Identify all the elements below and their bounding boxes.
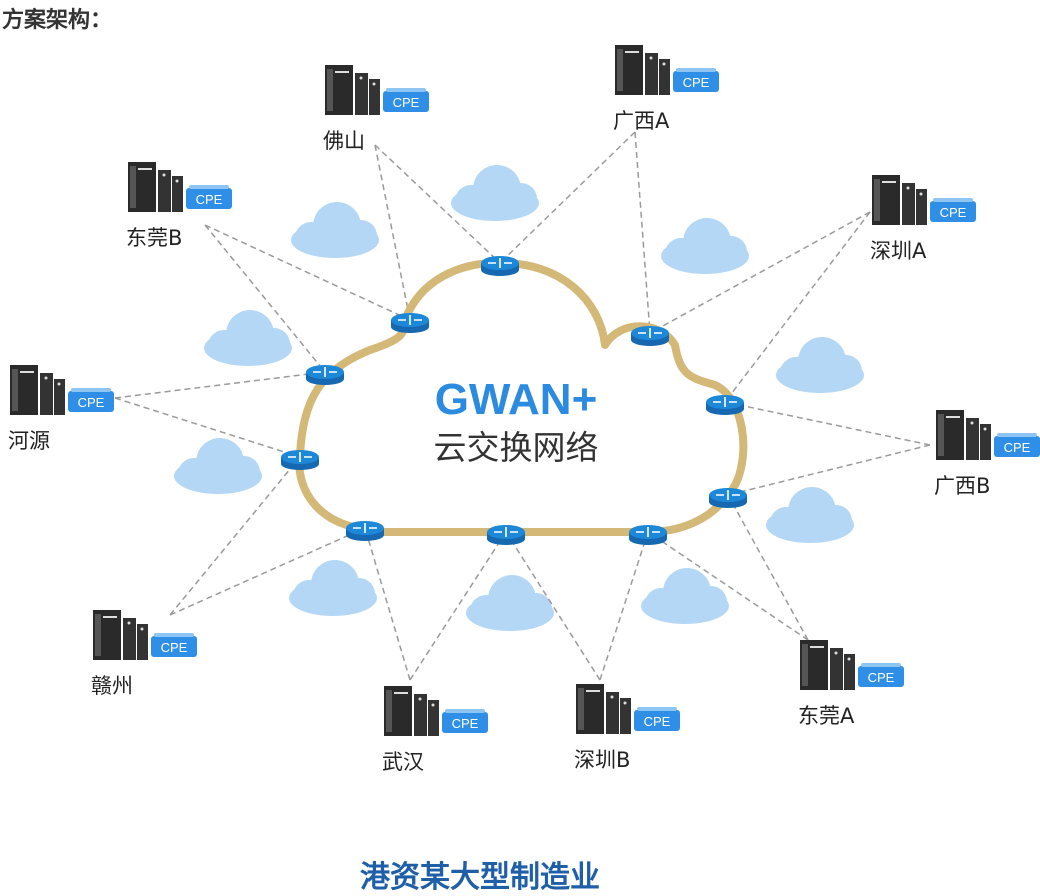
site: CPE 广西A [613,45,719,133]
server-icon [800,640,855,690]
router-icon [631,326,669,346]
cpe-label: CPE [683,75,710,90]
brand-text: GWAN+ [435,375,598,424]
cloud-icon [289,560,377,616]
site-label: 武汉 [382,750,424,774]
small-clouds [174,165,864,631]
subtitle-text: 云交换网络 [434,428,599,467]
site-label: 深圳A [870,239,927,263]
link-line [204,224,411,321]
cpe-icon: CPE [930,198,976,222]
site-label: 东莞A [798,704,855,728]
site: CPE 东莞A [798,640,904,728]
cpe-label: CPE [940,205,967,220]
cloud-icon [204,310,292,366]
server-icon [93,610,148,660]
cloud-icon [766,487,854,543]
router-icon [629,525,667,545]
cloud-icon [466,575,554,631]
link-line [169,527,366,616]
site: CPE 东莞B [126,162,232,250]
cpe-label: CPE [452,716,479,731]
site-label: 赣州 [91,674,133,698]
cloud-icon [174,438,262,494]
link-line [649,211,871,334]
site-label: 河源 [8,429,50,453]
cpe-icon: CPE [68,388,114,412]
server-icon [936,410,991,460]
link-line [727,444,931,496]
cloud-icon [776,337,864,393]
link-line [727,494,809,641]
cpe-icon: CPE [151,633,197,657]
router-icon [391,313,429,333]
router-icon [306,365,344,385]
site-label: 广西A [613,109,670,133]
section-title: 方案架构： [2,8,113,33]
site-label: 东莞B [126,226,182,250]
link-line [114,371,326,399]
link-line [169,456,301,616]
cpe-icon: CPE [673,68,719,92]
server-icon [128,162,183,212]
link-line [499,131,636,264]
link-line [374,144,501,264]
link-line [114,397,301,458]
cpe-label: CPE [78,395,105,410]
cpe-label: CPE [161,640,188,655]
caption: 港资某大型制造业 [360,860,600,895]
site-label: 广西B [934,474,990,498]
cpe-icon: CPE [186,185,232,209]
server-icon [10,365,65,415]
router-icon [481,256,519,276]
link-line [374,144,411,321]
cpe-label: CPE [1004,440,1031,455]
site: CPE 武汉 [382,686,488,774]
server-icon [576,684,631,734]
site-label: 佛山 [323,129,365,153]
site: CPE 河源 [8,365,114,453]
cpe-label: CPE [868,670,895,685]
site: CPE 深圳A [870,175,976,263]
gwan-cloud-outline [295,258,748,536]
cpe-icon: CPE [994,433,1040,457]
router-icon [346,521,384,541]
server-icon [384,686,439,736]
cpe-label: CPE [644,714,671,729]
server-icon [325,65,380,115]
router-icon [281,450,319,470]
cpe-icon: CPE [442,709,488,733]
cloud-icon [661,218,749,274]
cpe-label: CPE [196,192,223,207]
router-icon [709,488,747,508]
server-icon [872,175,927,225]
link-line [647,531,809,641]
cpe-icon: CPE [634,707,680,731]
cloud-icon [451,165,539,221]
site-label: 深圳B [574,748,630,772]
links [114,131,931,681]
cpe-icon: CPE [858,663,904,687]
routers [281,256,747,545]
cpe-icon: CPE [383,88,429,112]
link-line [599,531,649,681]
router-icon [487,525,525,545]
site: CPE 赣州 [91,610,197,698]
server-icon [615,45,670,95]
link-line [724,401,931,446]
link-line [204,224,326,373]
cpe-label: CPE [393,95,420,110]
link-line [364,527,411,681]
router-icon [706,395,744,415]
site: CPE 广西B [934,410,1040,498]
link-line [634,131,651,334]
site: CPE 佛山 [323,65,429,153]
cloud-icon [291,202,379,258]
cloud-icon [641,568,729,624]
site: CPE 深圳B [574,684,680,772]
